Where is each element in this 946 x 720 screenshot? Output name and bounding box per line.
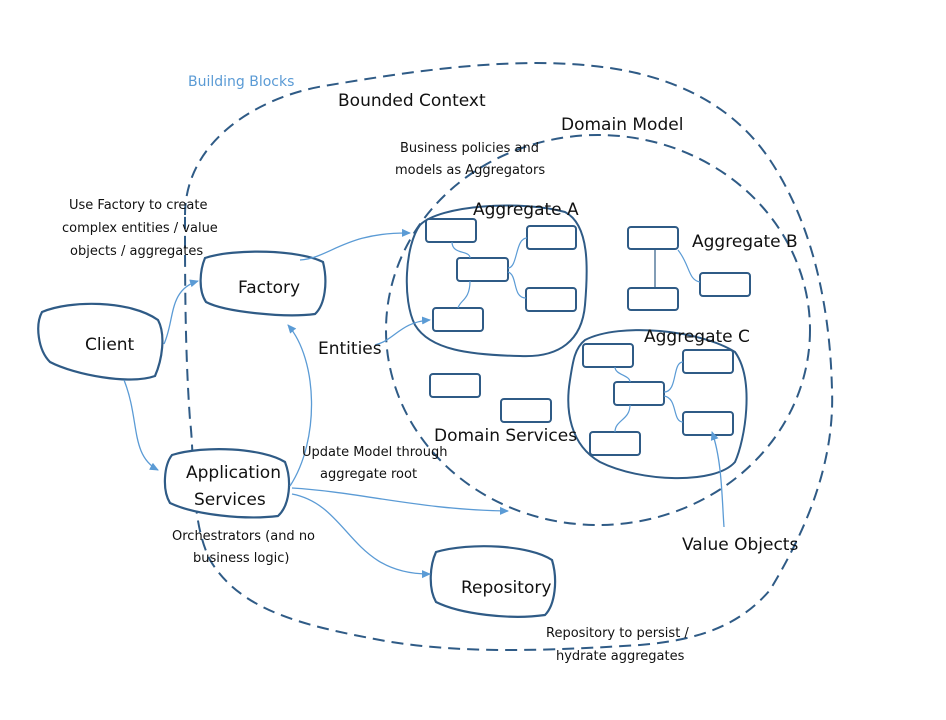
arrow-app-services-to-repository bbox=[291, 493, 431, 579]
business-policies-label: Business policies and bbox=[400, 141, 539, 156]
entity-box bbox=[425, 218, 477, 243]
entity-box bbox=[589, 431, 641, 456]
client-block[interactable] bbox=[37, 302, 164, 381]
aggregate-b-label: Aggregate B bbox=[692, 232, 798, 252]
repository-note: Repository to persist / bbox=[546, 626, 689, 641]
aggregate-c-blob bbox=[567, 329, 748, 480]
orchestrators-note: business logic) bbox=[193, 551, 289, 566]
factory-note: objects / aggregates bbox=[70, 244, 203, 259]
bounded-context-boundary bbox=[183, 62, 834, 651]
entities-label: Entities bbox=[318, 339, 382, 359]
aggregate-c-label: Aggregate C bbox=[644, 327, 750, 347]
update-model-note: aggregate root bbox=[320, 467, 417, 482]
repository-label: Repository bbox=[461, 578, 551, 598]
aggregate-a-blob bbox=[405, 204, 588, 358]
arrow-client-to-factory bbox=[163, 279, 199, 345]
app-services-label: Application bbox=[186, 463, 281, 483]
domain-model-boundary bbox=[385, 134, 811, 526]
entity-box bbox=[582, 343, 634, 368]
business-policies-label: models as Aggregators bbox=[395, 163, 545, 178]
arrow-entities-to-entity bbox=[374, 316, 431, 346]
entity-box bbox=[699, 272, 751, 297]
orchestrators-note: Orchestrators (and no bbox=[172, 529, 315, 544]
app-services-label: Services bbox=[194, 490, 266, 510]
entity-box bbox=[526, 225, 577, 250]
factory-block[interactable] bbox=[199, 250, 327, 317]
diagram-title: Building Blocks bbox=[188, 74, 294, 90]
factory-label: Factory bbox=[238, 278, 300, 298]
domain-service-box bbox=[429, 373, 481, 398]
arrow-factory-to-aggregate-a bbox=[299, 228, 411, 261]
entity-box bbox=[613, 381, 665, 406]
domain-service-box bbox=[500, 398, 552, 423]
entity-box bbox=[525, 287, 577, 312]
arrow-client-to-app-services bbox=[123, 379, 159, 471]
bounded-context-label: Bounded Context bbox=[338, 91, 486, 111]
entity-box bbox=[682, 411, 734, 436]
client-label: Client bbox=[85, 335, 135, 355]
domain-services-label: Domain Services bbox=[434, 426, 577, 446]
repository-block[interactable] bbox=[429, 545, 557, 618]
arrow-app-services-to-factory bbox=[287, 324, 313, 487]
entity-box bbox=[682, 349, 734, 374]
factory-note: Use Factory to create bbox=[69, 198, 208, 213]
value-objects-label: Value Objects bbox=[682, 535, 798, 555]
arrow-app-services-to-domain bbox=[291, 487, 509, 515]
entity-box bbox=[432, 307, 484, 332]
entity-box bbox=[627, 287, 679, 311]
arrow-value-objects-to-box bbox=[710, 431, 725, 528]
update-model-note: Update Model through bbox=[302, 445, 447, 460]
aggregate-a-label: Aggregate A bbox=[473, 200, 579, 220]
domain-model-label: Domain Model bbox=[561, 115, 683, 135]
entity-box bbox=[456, 257, 509, 282]
entity-box bbox=[627, 226, 679, 250]
factory-note: complex entities / value bbox=[62, 221, 218, 236]
application-services-block[interactable] bbox=[163, 448, 291, 519]
repository-note: hydrate aggregates bbox=[556, 649, 685, 664]
